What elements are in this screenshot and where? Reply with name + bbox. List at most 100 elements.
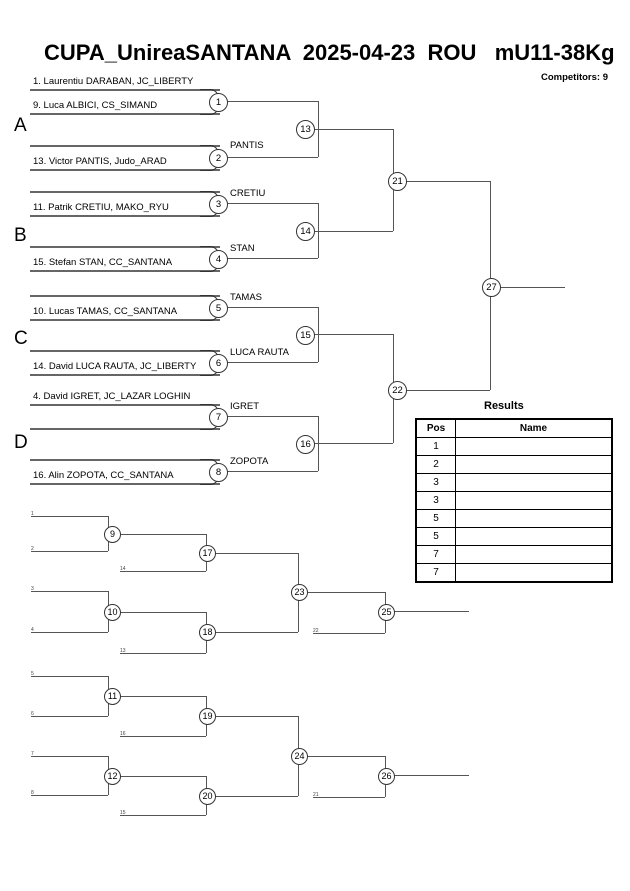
result-pos: 1 (415, 437, 456, 456)
match-node-14[interactable]: 14 (296, 222, 315, 241)
table-row: 3 (415, 473, 613, 492)
match-node-5[interactable]: 5 (209, 299, 228, 318)
match-node-22[interactable]: 22 (388, 381, 407, 400)
entrant-slot-line (30, 191, 220, 193)
entrant-label: 13. Victor PANTIS, Judo_ARAD (33, 156, 167, 167)
repechage-feed-label: 5 (31, 671, 34, 677)
repechage-feed-label: 16 (120, 731, 126, 737)
match-node-1[interactable]: 1 (209, 93, 228, 112)
repechage-feed-label: 21 (313, 792, 319, 798)
entrant-slot-line (30, 374, 220, 376)
entrant-label: 15. Stefan STAN, CC_SANTANA (33, 257, 173, 268)
match-node-9[interactable]: 9 (104, 526, 121, 543)
match-node-27[interactable]: 27 (482, 278, 501, 297)
match-winner-7: IGRET (230, 401, 260, 412)
match-winner-8: ZOPOTA (230, 456, 269, 467)
entrant-label: 4. David IGRET, JC_LAZAR LOGHIN (33, 391, 191, 402)
match-node-15[interactable]: 15 (296, 326, 315, 345)
match-node-4[interactable]: 4 (209, 250, 228, 269)
repechage-feed-label: 1 (31, 511, 34, 517)
repechage-feed-label: 7 (31, 751, 34, 757)
result-pos: 7 (415, 563, 456, 583)
group-label-b: B (14, 225, 27, 246)
match-node-6[interactable]: 6 (209, 354, 228, 373)
match-node-3[interactable]: 3 (209, 195, 228, 214)
result-name[interactable] (455, 455, 613, 474)
match-node-24[interactable]: 24 (291, 748, 308, 765)
match-node-13[interactable]: 13 (296, 120, 315, 139)
match-node-19[interactable]: 19 (199, 708, 216, 725)
match-winner-2: PANTIS (230, 140, 264, 151)
repechage-feed-label: 6 (31, 711, 34, 717)
entrant-slot-line (30, 169, 220, 171)
result-name[interactable] (455, 509, 613, 528)
repechage-feed-label: 15 (120, 810, 126, 816)
match-node-26[interactable]: 26 (378, 768, 395, 785)
match-node-16[interactable]: 16 (296, 435, 315, 454)
entrant-slot-line (30, 89, 220, 91)
entrant-label: 14. David LUCA RAUTA, JC_LIBERTY (33, 361, 197, 372)
result-pos: 3 (415, 491, 456, 510)
match-node-12[interactable]: 12 (104, 768, 121, 785)
entrant-slot-line (30, 483, 220, 485)
table-row: 5 (415, 527, 613, 546)
table-row: 1 (415, 437, 613, 456)
result-name[interactable] (455, 527, 613, 546)
group-label-a: A (14, 115, 27, 136)
match-node-8[interactable]: 8 (209, 463, 228, 482)
match-node-2[interactable]: 2 (209, 149, 228, 168)
match-node-20[interactable]: 20 (199, 788, 216, 805)
repechage-feed-label: 13 (120, 648, 126, 654)
result-name[interactable] (455, 473, 613, 492)
match-winner-5: TAMAS (230, 292, 263, 303)
match-node-21[interactable]: 21 (388, 172, 407, 191)
entrant-slot-line (30, 319, 220, 321)
result-pos: 3 (415, 473, 456, 492)
table-row: 7 (415, 563, 613, 583)
entrant-label: 9. Luca ALBICI, CS_SIMAND (33, 100, 158, 111)
result-name[interactable] (455, 563, 613, 583)
results-table: Pos Name 1 2 3 3 5 5 7 7 (415, 418, 613, 583)
entrant-slot-line (30, 350, 220, 352)
results-header-row: Pos Name (415, 418, 613, 438)
match-node-25[interactable]: 25 (378, 604, 395, 621)
group-label-c: C (14, 328, 28, 349)
result-pos: 5 (415, 509, 456, 528)
repechage-feed-label: 3 (31, 586, 34, 592)
match-node-17[interactable]: 17 (199, 545, 216, 562)
result-pos: 7 (415, 545, 456, 564)
repechage-feed-label: 4 (31, 627, 34, 633)
entrant-slot-line (30, 215, 220, 217)
entrant-label: 10. Lucas TAMAS, CC_SANTANA (33, 306, 178, 317)
match-node-23[interactable]: 23 (291, 584, 308, 601)
result-pos: 2 (415, 455, 456, 474)
result-name[interactable] (455, 545, 613, 564)
table-row: 5 (415, 509, 613, 528)
entrant-slot-line (30, 246, 220, 248)
result-name[interactable] (455, 437, 613, 456)
results-col-pos: Pos (415, 418, 456, 438)
entrant-slot-line (30, 428, 220, 430)
entrant-slot-line (30, 295, 220, 297)
table-row: 2 (415, 455, 613, 474)
result-name[interactable] (455, 491, 613, 510)
entrant-label: 16. Alin ZOPOTA, CC_SANTANA (33, 470, 174, 481)
entrant-slot-line (30, 145, 220, 147)
result-pos: 5 (415, 527, 456, 546)
match-node-10[interactable]: 10 (104, 604, 121, 621)
repechage-feed-label: 8 (31, 790, 34, 796)
page-title: CUPA_UnireaSANTANA 2025-04-23 ROU mU11-3… (44, 40, 615, 65)
entrant-slot-line (30, 459, 220, 461)
results-col-name: Name (455, 418, 613, 438)
match-node-7[interactable]: 7 (209, 408, 228, 427)
entrant-slot-line (30, 113, 220, 115)
results-title: Results (484, 400, 524, 412)
entrant-slot-line (30, 270, 220, 272)
entrant-label: 11. Patrik CRETIU, MAKO_RYU (33, 202, 169, 213)
entrant-label: 1. Laurentiu DARABAN, JC_LIBERTY (33, 76, 194, 87)
repechage-feed-label: 14 (120, 566, 126, 572)
table-row: 3 (415, 491, 613, 510)
match-node-18[interactable]: 18 (199, 624, 216, 641)
match-node-11[interactable]: 11 (104, 688, 121, 705)
